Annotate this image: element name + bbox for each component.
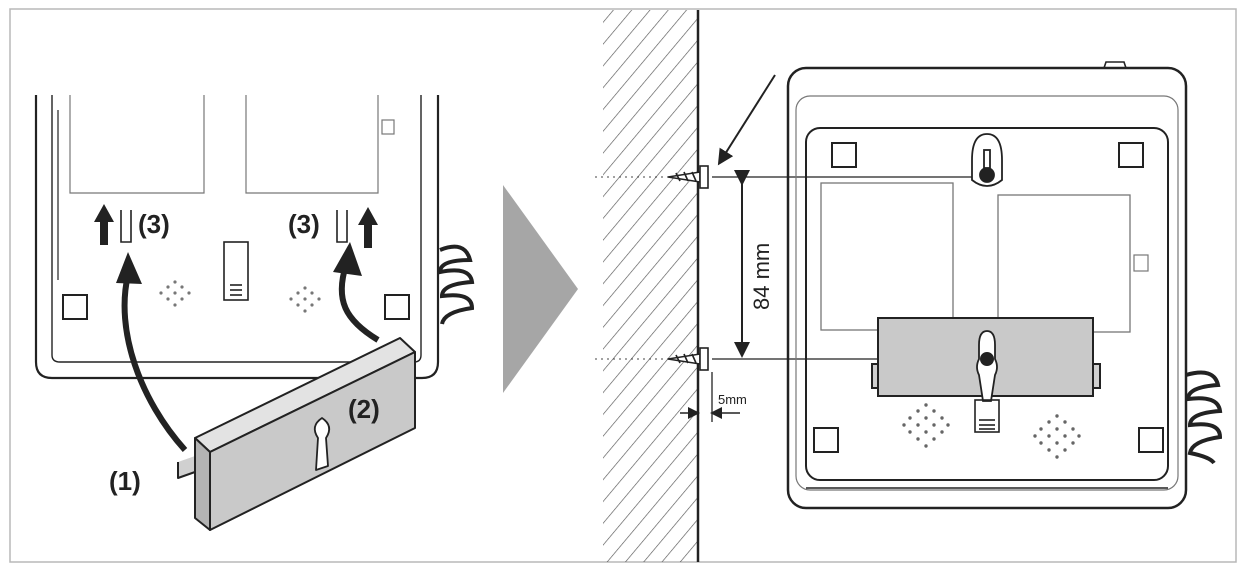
mounted-bracket (871, 317, 1101, 402)
wall-hatching (603, 10, 698, 562)
base-unit-outline (34, 95, 440, 380)
insert-arrow-right (338, 264, 380, 343)
center-connector (223, 241, 249, 301)
rear-foot-top-left (831, 142, 857, 168)
wall-bracket (177, 337, 416, 531)
insert-arrow-left (121, 274, 188, 453)
foot-left (62, 294, 88, 320)
rear-speaker-grille-right (1033, 414, 1081, 459)
insert-arrowhead-right (333, 242, 362, 276)
rear-speaker-grille-left (902, 403, 950, 448)
step3-left-label: (3) (138, 209, 170, 239)
speaker-grille-right (289, 286, 321, 313)
insert-arrowhead-left (116, 252, 142, 284)
slot-left (120, 210, 132, 243)
screw-top (667, 165, 709, 189)
wall-offset-label: 5mm (718, 392, 747, 407)
speaker-grille-left (159, 280, 191, 307)
compartment-latch (1133, 254, 1149, 272)
foot-right (384, 294, 410, 320)
screw-spacing-label: 84 mm (749, 243, 774, 310)
rear-connector (974, 399, 1000, 433)
base-unit-rear (786, 61, 1188, 510)
slot-right (336, 210, 348, 243)
coiled-cord-right (1185, 370, 1223, 465)
rear-foot-bottom-right (1138, 427, 1164, 453)
step3-right-label: (3) (288, 209, 320, 239)
keyhole-top (971, 133, 1003, 187)
screw-bottom (667, 347, 709, 371)
up-arrow-right (358, 207, 378, 248)
screw-leader-line (717, 74, 776, 166)
rear-foot-top-right (1118, 142, 1144, 168)
step2-label: (2) (348, 394, 380, 424)
battery-compartments (69, 95, 395, 194)
coiled-cord-left (437, 244, 475, 325)
progress-arrow (503, 185, 578, 393)
step1-label: (1) (109, 466, 141, 496)
left-panel: (1) (2) (3) (3) (34, 95, 475, 531)
rear-foot-bottom-left (813, 427, 839, 453)
up-arrow-left (94, 204, 114, 245)
right-panel: 84 mm 5mm (595, 10, 1223, 562)
